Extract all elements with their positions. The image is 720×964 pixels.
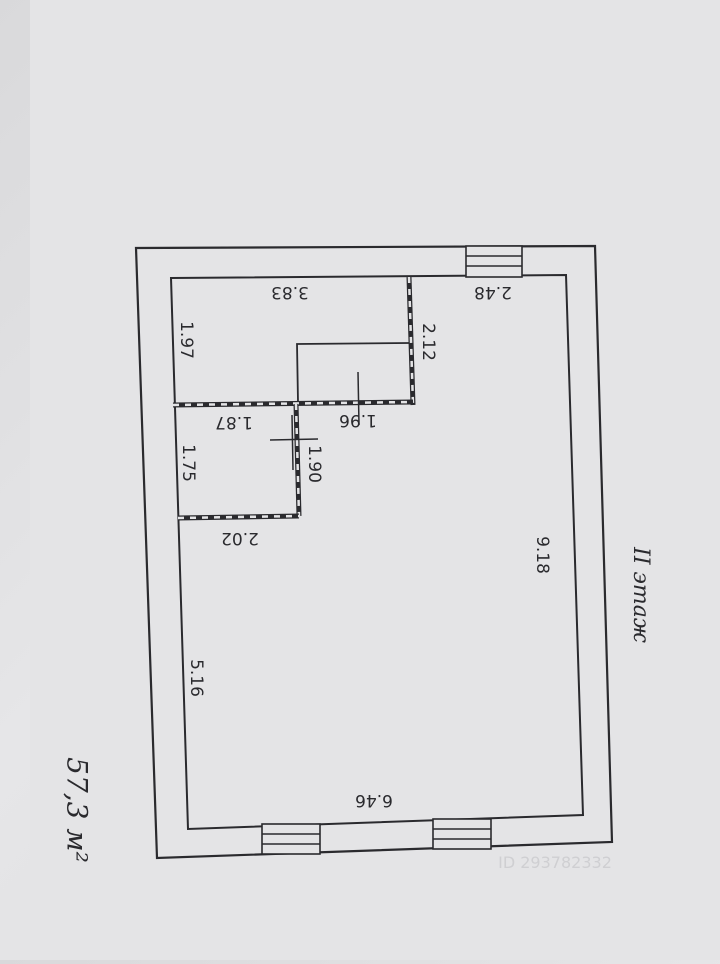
floor-label: II этаж — [628, 546, 653, 643]
window-bottom-left — [261, 823, 321, 855]
dim-bath-width: 1.75 — [178, 444, 198, 482]
paper — [30, 0, 720, 960]
dim-top-room-width: 1.97 — [176, 321, 196, 359]
dim-bath-length: 1.87 — [215, 412, 253, 432]
dimension-mark — [357, 371, 360, 426]
dim-corridor-length: 2.12 — [418, 323, 438, 361]
dim-corridor-width: 1.96 — [339, 410, 377, 430]
dimension-mark — [269, 438, 319, 441]
dim-outer-right: 2.48 — [474, 282, 512, 302]
dim-main-width: 5.16 — [186, 659, 206, 697]
dim-top-room-length: 3.83 — [271, 282, 309, 302]
partition-walls — [172, 276, 416, 521]
dim-main-bottom: 6.46 — [355, 790, 393, 810]
watermark: ID 293782332 — [498, 853, 612, 872]
corridor-box — [296, 342, 410, 403]
dim-bath-depth: 1.90 — [304, 445, 324, 483]
dim-bath-bottom: 2.02 — [221, 528, 259, 548]
inner-wall — [169, 273, 585, 831]
dim-main-length: 9.18 — [532, 536, 552, 574]
area-note: 57,3 м² — [61, 757, 94, 863]
window-bottom-right — [432, 818, 492, 850]
dimension-mark — [291, 414, 294, 471]
outer-wall — [134, 244, 614, 860]
window-top — [465, 245, 523, 278]
